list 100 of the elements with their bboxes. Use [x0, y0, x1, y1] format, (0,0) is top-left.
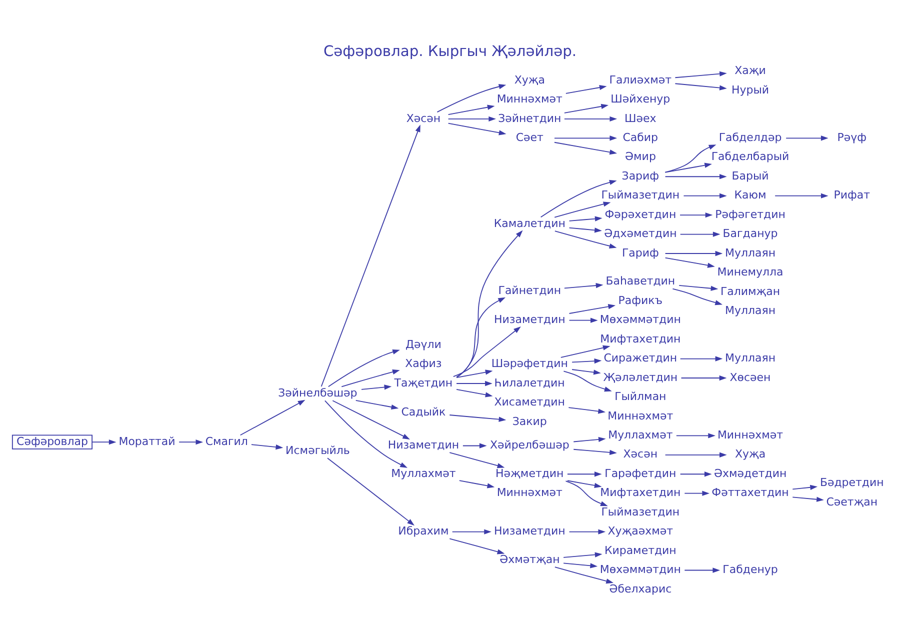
arrow [355, 400, 399, 410]
node-text: Рафикъ [618, 293, 663, 306]
node-text: Хуҗа [734, 447, 766, 460]
node-text: Әхмәтҗан [499, 552, 560, 566]
arrow [448, 122, 506, 135]
node-text: Шәех [624, 111, 656, 124]
node-text: Хуҗа [514, 72, 545, 86]
node-text: Хаҗи [734, 64, 766, 77]
node-text: Һилалетдин [494, 376, 565, 389]
arrow [456, 380, 492, 386]
arrow [680, 374, 727, 380]
node-text: Хөсәен [730, 370, 771, 384]
node-box: Сәфәровлар [12, 434, 93, 449]
node-text: Муллаян [725, 351, 776, 364]
node-text: Камалетдин [494, 216, 566, 230]
node-text: Зәйнетдин [498, 111, 562, 124]
arrow [672, 288, 722, 305]
node-text: Әмир [624, 150, 656, 163]
node-text: Миннәхмәт [608, 408, 674, 422]
node-text: Муллахмәт [608, 428, 673, 442]
node-text: Нәҗметдин [496, 466, 564, 480]
node-text: Низаметдин [494, 524, 566, 538]
arrow [566, 480, 602, 488]
node-text: Нурый [732, 82, 770, 96]
arrow [568, 528, 606, 534]
arrow [320, 124, 420, 386]
node-text: Мөхәммәтдин [600, 312, 681, 326]
node-text: Садыйк [401, 405, 446, 418]
arrow [554, 141, 618, 154]
arrow [456, 296, 506, 377]
node-text: Дәүли [405, 337, 442, 350]
node-text: Хафиз [405, 356, 442, 370]
arrow [563, 562, 598, 568]
arrow [452, 528, 492, 534]
arrow [436, 84, 506, 112]
node-text: Сабир [622, 130, 658, 144]
node-text: Миннәхмәт [496, 486, 562, 499]
node-text: Миннәхмәт [717, 428, 784, 442]
arrow [327, 457, 414, 526]
diagram-title: Сәфәровлар. Кыргыч Җәләйләр. [323, 42, 577, 60]
arrow [568, 406, 606, 414]
arrow [572, 358, 602, 364]
arrow [449, 452, 505, 468]
arrow [341, 369, 400, 387]
node-text: Рәфәгетдин [715, 207, 786, 220]
node-text: Шәйхенур [610, 92, 670, 106]
arrow [664, 256, 715, 268]
node-text: Габделбарый [711, 150, 790, 163]
arrow [573, 448, 617, 454]
node-text: Смагил [205, 434, 248, 448]
node-text: Зариф [622, 168, 660, 182]
node-text: Барый [732, 168, 769, 182]
arrow [664, 144, 716, 172]
node-text: Муллаян [725, 246, 776, 259]
node-text: Гыйлман [614, 390, 666, 403]
arrow [684, 567, 720, 572]
arrow [664, 452, 727, 457]
node-text: Гыймазетдин [601, 504, 680, 518]
node-text: Мораттай [118, 434, 176, 448]
node-text: Минемулла [717, 265, 784, 278]
arrow [449, 538, 505, 554]
arrow [565, 480, 608, 506]
arrow [573, 436, 606, 442]
arrow [332, 400, 410, 439]
node-text: Исмәгыйль [286, 444, 350, 457]
node-text: Таҗетдин [394, 376, 453, 389]
node-text: Әбелхарис [609, 582, 672, 595]
node-text: Муллаян [725, 304, 776, 317]
arrow [680, 231, 720, 236]
arrow [563, 552, 602, 558]
arrow [448, 116, 496, 121]
node-text: Гайнетдин [498, 283, 562, 296]
arrow [178, 439, 204, 444]
node-text: Хуҗаәхмәт [608, 524, 674, 538]
node-text: Муллахмәт [391, 466, 456, 480]
node-text: Габделдәр [718, 130, 782, 144]
node-text: Миннәхмәт [496, 92, 562, 106]
arrow [251, 444, 284, 450]
arrow [674, 70, 727, 78]
arrow [664, 250, 723, 256]
node-text: Мифтахетдин [600, 332, 681, 345]
arrow [449, 414, 506, 422]
arrow [560, 344, 610, 358]
arrow [564, 103, 608, 113]
node-text: Низаметдин [388, 438, 460, 452]
node-text: Закир [512, 414, 547, 428]
node-text: Бәдретдин [820, 476, 884, 489]
arrow [566, 471, 602, 476]
arrow [678, 284, 718, 290]
arrow [568, 226, 602, 232]
arrow [786, 135, 828, 140]
arrow [554, 135, 618, 140]
node-text: Галиәхмәт [609, 72, 672, 86]
arrow [684, 490, 710, 496]
arrow [554, 201, 611, 218]
arrow [568, 304, 616, 314]
arrow [564, 116, 618, 121]
node-text: Әдхәметдин [604, 226, 677, 240]
node-text: Кираметдин [604, 543, 676, 556]
node-text: Хәсән [623, 447, 658, 460]
